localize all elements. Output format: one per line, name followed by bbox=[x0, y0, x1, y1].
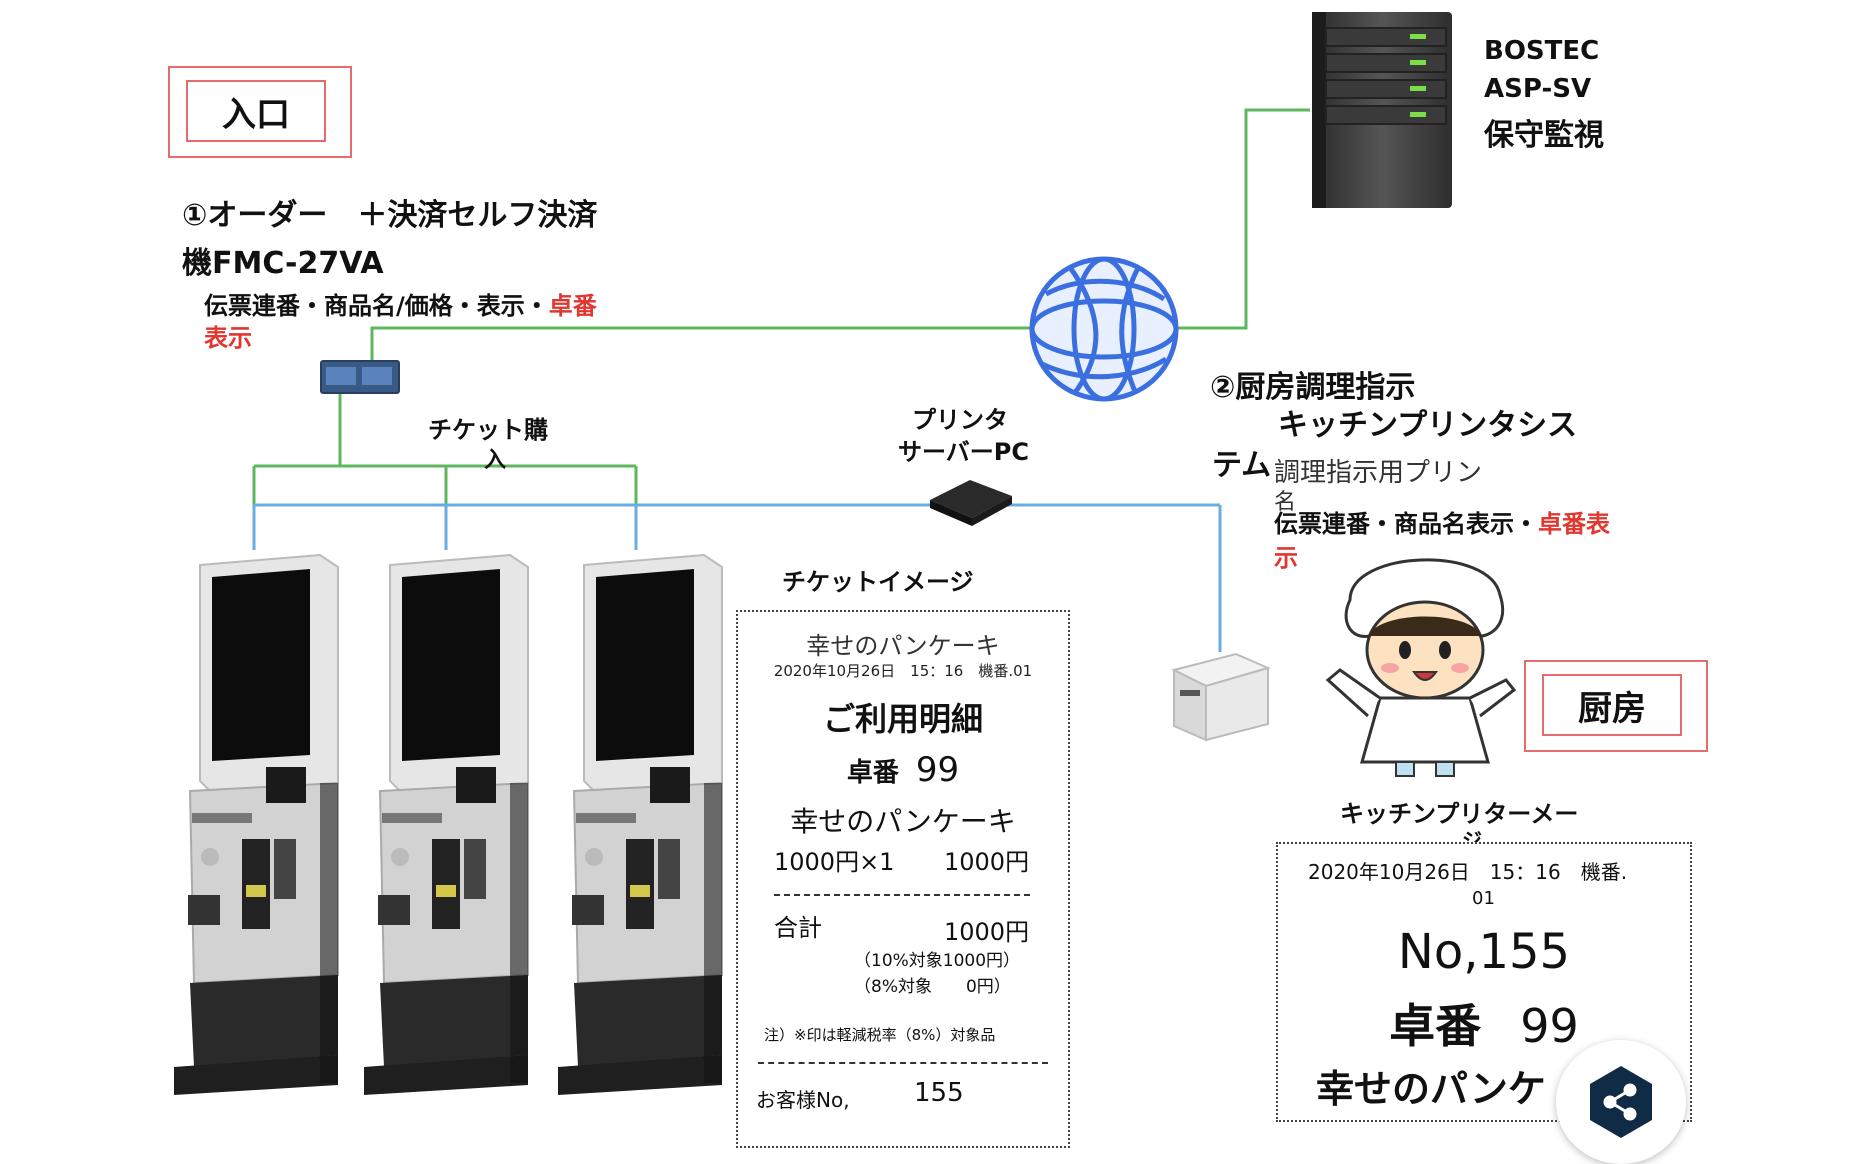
network-hub-icon bbox=[320, 360, 400, 394]
kitchen-ticket: 2020年10月26日 15：16 機番. 01 No,155 卓番 99 幸せ… bbox=[1276, 842, 1692, 1122]
order-machine-desc-text: 伝票連番・商品名/価格・表示・ bbox=[204, 292, 549, 320]
ticket-table-label: 卓番 bbox=[846, 758, 899, 788]
kitchen-system-desc-red-2: 示 bbox=[1274, 544, 1298, 572]
ticket-datetime: 2020年10月26日 15：16 機番.01 bbox=[773, 662, 1033, 680]
kitchen-system-desc: 伝票連番・商品名表示・卓番表 bbox=[1274, 504, 1610, 539]
printer-server-label-2: サーバーPC bbox=[898, 438, 1029, 466]
chef-character-icon bbox=[1325, 558, 1517, 777]
ticket-customer-no: 155 bbox=[914, 1078, 964, 1108]
order-machine-desc-red-2: 表示 bbox=[204, 324, 252, 352]
printer-server-label-1: プリンタ bbox=[912, 406, 1008, 434]
entrance-label: 入口 bbox=[186, 80, 326, 142]
kitchen-system-title-2: キッチンプリンタシス bbox=[1278, 408, 1578, 443]
server-label-1: BOSTEC bbox=[1484, 36, 1600, 66]
kitchen-ticket-machine-no: 01 bbox=[1472, 888, 1495, 909]
kitchen-ticket-table-no: 99 bbox=[1520, 999, 1579, 1053]
kitchen-ticket-order-no: No,155 bbox=[1397, 924, 1571, 980]
server-label-3: 保守監視 bbox=[1484, 118, 1604, 153]
order-machine-desc-red: 卓番 bbox=[548, 292, 597, 320]
ticket-item-price: 1000円 bbox=[944, 848, 1030, 876]
ticket-purchase-label-2: 入 bbox=[484, 448, 507, 473]
kitchen-system-title-1: ②厨房調理指示 bbox=[1210, 370, 1416, 405]
kitchen-outer-box bbox=[1524, 660, 1708, 752]
entrance-outer-box bbox=[168, 66, 352, 158]
ticket-customer-label: お客様No, bbox=[756, 1088, 850, 1112]
ticket-divider-2 bbox=[758, 1062, 1048, 1064]
kitchen-system-sub-2: 名 bbox=[1274, 490, 1297, 515]
kitchen-system-title-3: テム bbox=[1212, 448, 1272, 483]
ticket-tax10: （10%対象1000円） bbox=[854, 951, 1021, 971]
ticket-shop-name: 幸せのパンケーキ bbox=[806, 632, 1000, 660]
internet-globe-icon bbox=[1029, 256, 1179, 402]
kiosk-machines bbox=[173, 554, 723, 1096]
kitchen-system-desc-text: 伝票連番・商品名表示・ bbox=[1274, 510, 1538, 538]
ticket-purchase-label-1: チケット購 bbox=[428, 416, 548, 444]
kitchen-system-sub-1: 調理指示用プリン bbox=[1274, 458, 1483, 488]
ticket-title: ご利用明細 bbox=[822, 700, 983, 738]
server-label-2: ASP-SV bbox=[1484, 74, 1592, 104]
share-floating-button[interactable] bbox=[1556, 1040, 1686, 1164]
printer-server-pc-icon bbox=[930, 480, 1012, 526]
ticket-total-value: 1000円 bbox=[944, 918, 1030, 946]
ticket-table-no: 99 bbox=[915, 750, 960, 790]
ticket-tax8: （8%対象 0円） bbox=[854, 977, 1011, 997]
ticket-note: 注）※印は軽減税率（8%）対象品 bbox=[764, 1026, 996, 1044]
kitchen-system-desc-red: 卓番表 bbox=[1538, 510, 1610, 538]
order-machine-desc: 伝票連番・商品名/価格・表示・卓番 bbox=[204, 286, 597, 321]
kitchen-printer-icon bbox=[1171, 652, 1271, 742]
kitchen-ticket-table: 卓番 99 bbox=[1278, 990, 1690, 1056]
kitchen-ticket-datetime: 2020年10月26日 15：16 機番. bbox=[1308, 860, 1628, 884]
kitchen-ticket-table-label: 卓番 bbox=[1389, 999, 1482, 1053]
ticket-total-label: 合計 bbox=[774, 914, 822, 942]
ticket-table: 卓番 99 bbox=[738, 750, 1068, 790]
share-icon bbox=[1590, 1066, 1652, 1138]
order-machine-title-1: ①オーダー ＋決済セルフ決済 bbox=[182, 198, 598, 233]
ticket-image-heading: チケットイメージ bbox=[782, 568, 974, 596]
order-machine-title-2: 機FMC-27VA bbox=[182, 246, 384, 281]
kitchen-ticket-item: 幸せのパンケ bbox=[1316, 1067, 1546, 1111]
ticket-item: 幸せのパンケーキ bbox=[790, 805, 1016, 838]
kitchen-ticket-heading-1: キッチンプリターメー bbox=[1340, 800, 1579, 828]
ticket-divider-1 bbox=[774, 894, 1030, 896]
server-tower-icon bbox=[1312, 12, 1452, 208]
customer-ticket: 幸せのパンケーキ 2020年10月26日 15：16 機番.01 ご利用明細 卓… bbox=[736, 610, 1070, 1148]
kitchen-label: 厨房 bbox=[1542, 674, 1682, 736]
ticket-item-qty: 1000円×1 bbox=[774, 848, 895, 876]
